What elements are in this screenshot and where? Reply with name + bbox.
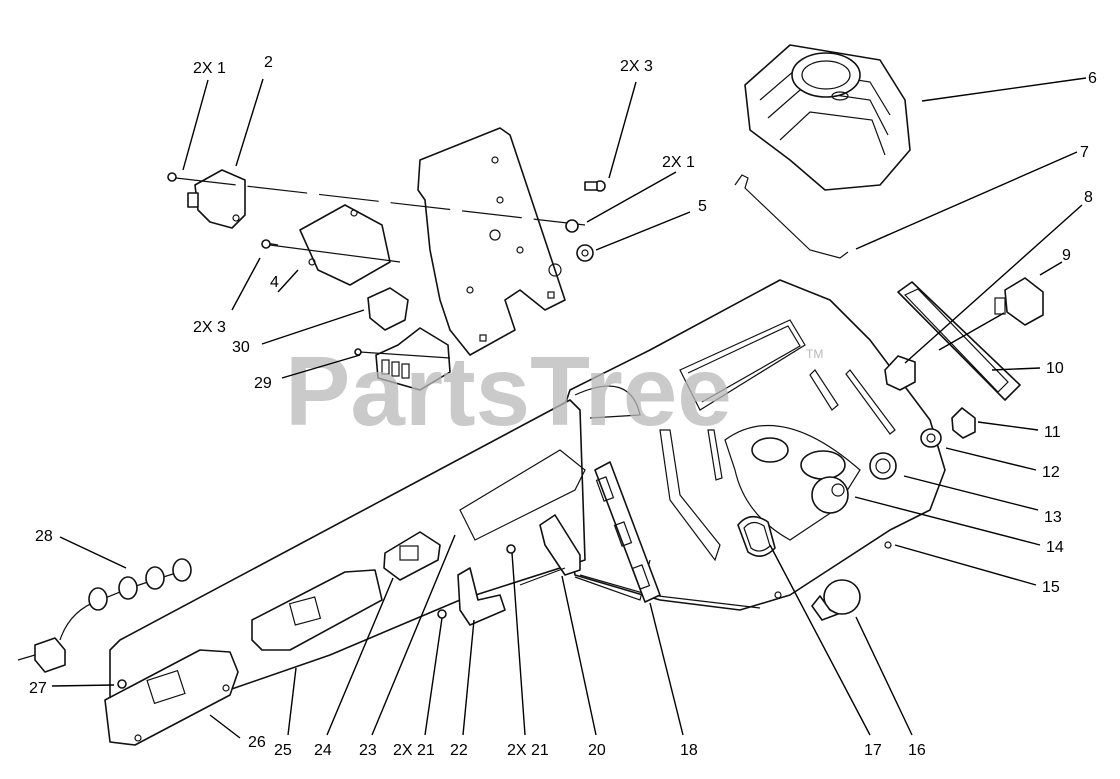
callout-26: 26 [248,734,266,751]
callout-30: 30 [232,339,250,356]
callout-6: 6 [1088,70,1097,87]
callout-17: 17 [864,742,882,759]
part-7-rod [734,174,849,259]
part-24-switch [383,531,441,581]
leader-lines [51,77,1087,739]
part-17-switch [737,515,776,557]
callout-13: 13 [1044,509,1062,526]
callout-labels: 2X 1 2 2X 3 6 7 2X 1 5 8 9 2X 3 4 30 29 … [29,54,1097,759]
part-14-lamp [811,476,849,514]
screws-plate [565,180,606,262]
part-18-rocker-bank [594,461,661,603]
part-16-knob [811,579,861,621]
callout-22: 22 [450,742,468,759]
part-20-bracket [506,514,581,586]
callout-2x3-left: 2X 3 [193,319,226,336]
bracket-plate [417,127,566,356]
part-28-harness [17,558,192,673]
callout-2x21-b: 2X 21 [507,742,549,759]
callout-15: 15 [1042,579,1060,596]
callout-2x1-top: 2X 1 [193,60,226,77]
callout-24: 24 [314,742,332,759]
callout-20: 20 [588,742,606,759]
callout-8: 8 [1084,189,1093,206]
part-10-bezel [897,281,1021,401]
callout-11: 11 [1044,424,1061,441]
callout-28: 28 [35,528,53,545]
part-8-knob [884,355,916,391]
callout-2: 2 [264,54,273,71]
callout-9: 9 [1062,247,1071,264]
part-30-relay [367,287,409,331]
part-12-nut [920,428,942,448]
callout-7: 7 [1080,144,1089,161]
part-25-cover [251,569,383,651]
part-6-boot [744,44,911,191]
watermark-tm: TM [806,347,823,361]
callout-2x3-top: 2X 3 [620,58,653,75]
callout-14: 14 [1046,539,1064,556]
callout-16: 16 [908,742,926,759]
part-4-module [261,204,391,286]
callout-25: 25 [274,742,292,759]
callout-10: 10 [1046,360,1064,377]
callout-4: 4 [270,274,279,291]
callout-29: 29 [254,375,272,392]
callout-5: 5 [698,198,707,215]
part-29-switch [354,327,451,391]
part-11-key [951,407,976,439]
callout-2x1-mid: 2X 1 [662,154,695,171]
part-27-screw [117,679,127,689]
part-26-bezel [104,649,239,746]
watermark-text: PartsTree [285,336,732,446]
callout-18: 18 [680,742,698,759]
callout-27: 27 [29,680,47,697]
part-22-bracket [437,567,506,626]
callout-12: 12 [1042,464,1060,481]
callout-23: 23 [359,742,377,759]
callout-2x21-a: 2X 21 [393,742,435,759]
part-9-switch [994,277,1044,326]
